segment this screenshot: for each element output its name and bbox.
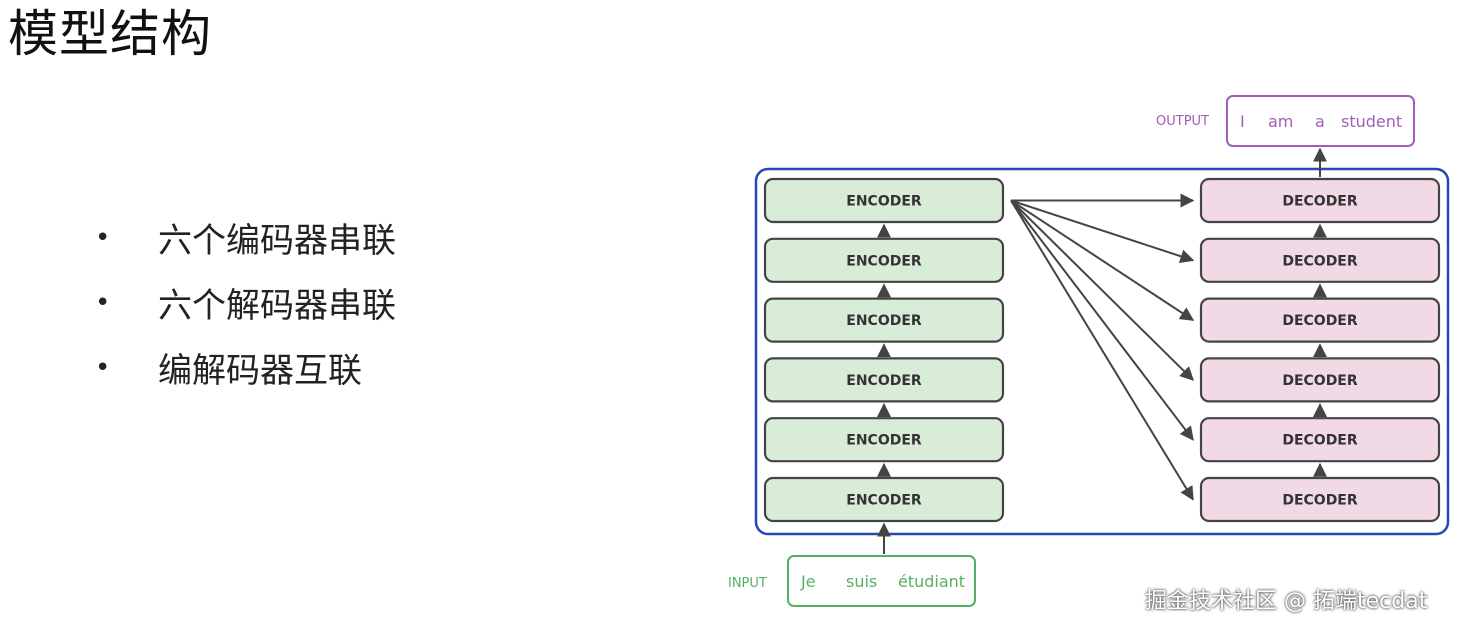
encoder-label: ENCODER <box>846 493 922 509</box>
encoder-block <box>763 297 1005 343</box>
input-box <box>787 555 976 607</box>
encoder-block <box>763 237 1005 283</box>
encoder-block <box>763 177 1005 224</box>
cross-attention-arrow <box>1010 199 1195 321</box>
bullet-list: • 六个编码器串联 • 六个解码器串联 • 编解码器互联 <box>95 205 396 400</box>
encoder-block <box>763 476 1005 523</box>
decoder-block <box>1199 476 1441 523</box>
output-label: OUTPUT <box>1156 114 1209 129</box>
decoder-block <box>1199 177 1441 224</box>
cross-attention-arrow <box>1010 199 1194 441</box>
output-token: I <box>1240 112 1245 131</box>
encoder-block <box>763 357 1005 403</box>
input-label: INPUT <box>728 576 767 591</box>
output-token: am <box>1268 112 1293 131</box>
decoder-label: DECODER <box>1282 313 1358 329</box>
decoder-label: DECODER <box>1282 433 1358 449</box>
bullet-item: • 六个编码器串联 <box>95 205 396 270</box>
decoder-block <box>1199 417 1441 463</box>
encoder-stack: ENCODER ENCODER ENCODER ENCODER ENCODER ENCOD… <box>763 177 1005 523</box>
stack-container <box>754 167 1450 536</box>
decoder-stack: DECODER DECODER DECODER DECODER DECODER DECOD… <box>1199 177 1441 523</box>
cross-attention-arrow <box>1010 199 1194 501</box>
bullet-text: 编解码器互联 <box>158 351 362 391</box>
bullet-dot: • <box>95 287 111 318</box>
decoder-block <box>1199 237 1441 283</box>
cross-attention-arrow <box>1010 199 1195 264</box>
output-box <box>1226 95 1415 147</box>
encoder-block <box>763 417 1005 463</box>
encoder-label: ENCODER <box>846 373 922 389</box>
watermark: 掘金技术社区 @ 拓端tecdat <box>1145 589 1428 614</box>
slide-title: 模型结构 <box>8 5 212 63</box>
output-token: a <box>1315 112 1325 131</box>
connection-arrows <box>877 147 1327 554</box>
input-token: suis <box>846 572 877 591</box>
bullet-item: • 编解码器互联 <box>95 335 396 400</box>
bullet-dot: • <box>95 222 111 253</box>
bullet-item: • 六个解码器串联 <box>95 270 396 335</box>
decoder-label: DECODER <box>1282 373 1358 389</box>
encoder-label: ENCODER <box>846 194 922 210</box>
input-token: étudiant <box>898 572 965 591</box>
bullet-text: 六个解码器串联 <box>158 286 396 326</box>
cross-attention-arrow <box>1010 199 1194 381</box>
bullet-text: 六个编码器串联 <box>158 221 396 261</box>
output-token: student <box>1341 112 1402 131</box>
input-token: Je <box>800 572 816 591</box>
decoder-block <box>1199 357 1441 403</box>
decoder-label: DECODER <box>1282 493 1358 509</box>
bullet-dot: • <box>95 352 111 383</box>
encoder-label: ENCODER <box>846 313 922 329</box>
encoder-label: ENCODER <box>846 253 922 269</box>
decoder-label: DECODER <box>1282 253 1358 269</box>
decoder-label: DECODER <box>1282 194 1358 210</box>
encoder-label: ENCODER <box>846 433 922 449</box>
decoder-block <box>1199 297 1441 343</box>
